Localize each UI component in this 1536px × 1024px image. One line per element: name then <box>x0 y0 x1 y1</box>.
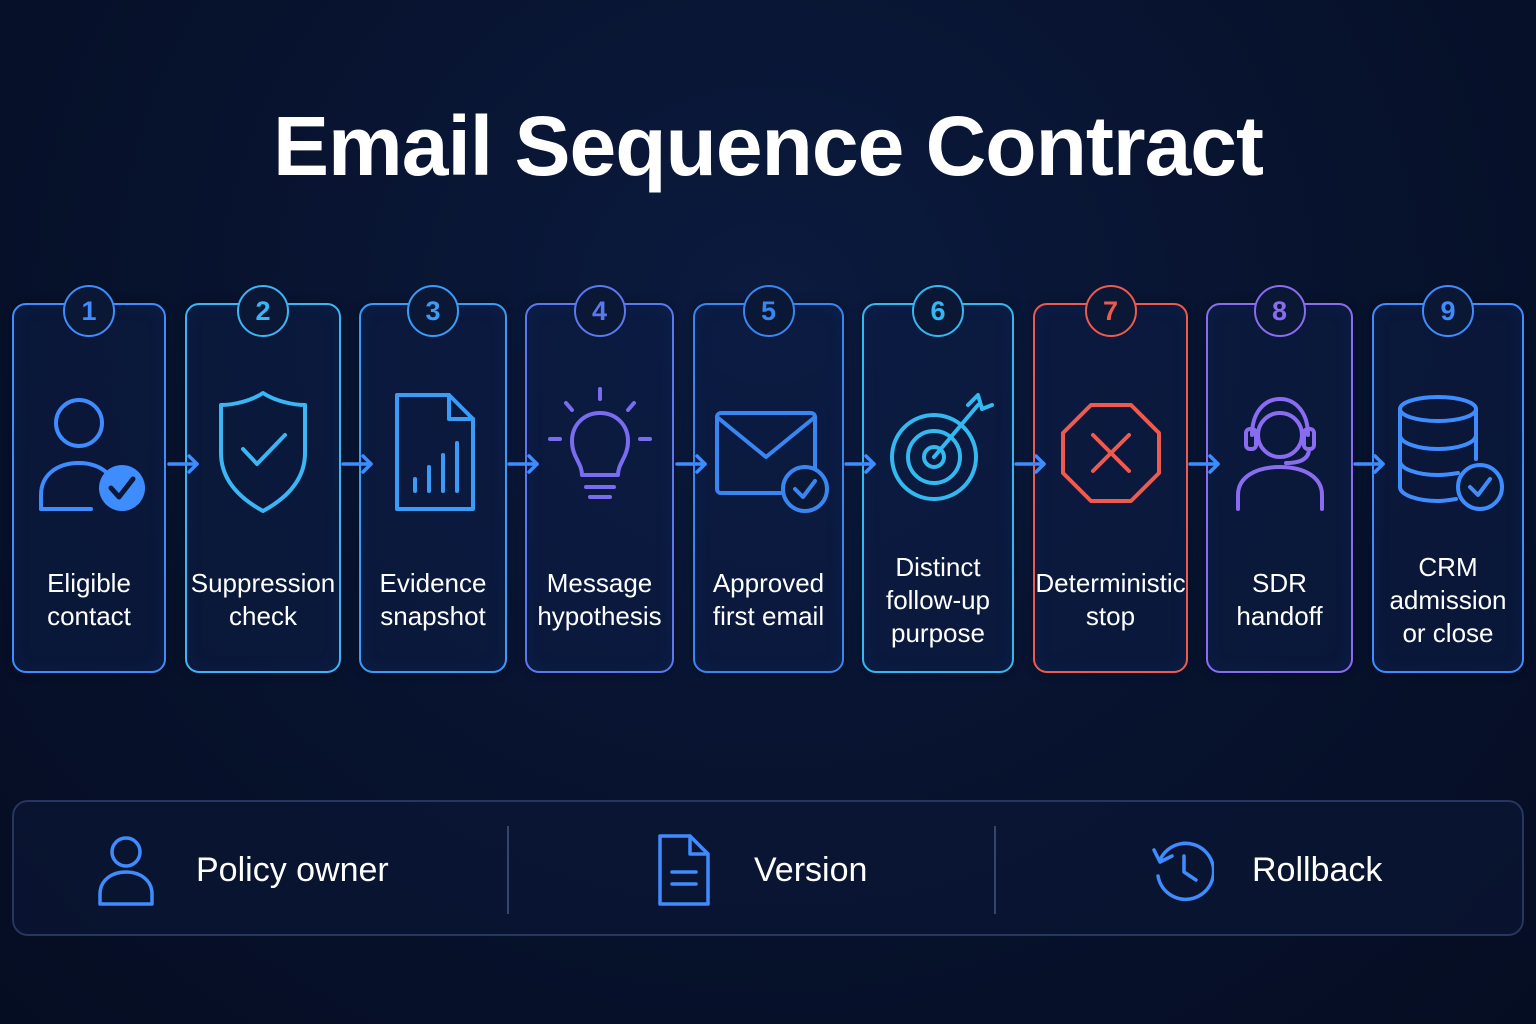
step-card-4: 4 Message hypothesis <box>525 285 674 673</box>
arrow-right-icon <box>675 454 707 474</box>
step-card-1: 1 Eligible contact <box>12 285 166 673</box>
stop-octagon-icon <box>1051 383 1171 523</box>
arrow-right-icon <box>167 454 199 474</box>
footer-label: Rollback <box>1252 850 1383 889</box>
step-label: CRM admission or close <box>1389 551 1507 648</box>
footer-item-rollback: Rollback <box>1150 832 1382 908</box>
step-number-badge: 7 <box>1084 285 1137 337</box>
database-check-icon <box>1388 383 1508 523</box>
document-icon <box>658 834 710 906</box>
page-title: Email Sequence Contract <box>273 99 1264 193</box>
footer-divider <box>507 826 509 914</box>
document-chart-icon <box>373 383 493 523</box>
governance-footer: Policy owner Version Rollback <box>12 800 1524 936</box>
step-number-badge: 1 <box>63 285 115 337</box>
arrow-right-icon <box>844 454 876 474</box>
step-card-5: 5 Approved first email <box>693 285 844 673</box>
arrow-right-icon <box>1353 454 1385 474</box>
step-label: Distinct follow-up purpose <box>885 551 991 648</box>
user-check-icon <box>29 383 149 523</box>
step-number-badge: 4 <box>573 285 626 337</box>
step-card-3: 3 Evidence snapshot <box>359 285 507 673</box>
step-card-6: 6 Distinct follow-up purpose <box>862 285 1014 673</box>
step-label: Evidence snapshot <box>379 568 487 631</box>
step-label: SDR handoff <box>1236 568 1323 631</box>
step-number-badge: 3 <box>407 285 459 337</box>
step-label: Eligible contact <box>47 568 131 631</box>
step-card-8: 8 SDR handoff <box>1206 285 1353 673</box>
step-label: Approved first email <box>712 568 825 631</box>
arrow-right-icon <box>341 454 373 474</box>
step-number-badge: 9 <box>1422 285 1474 337</box>
lightbulb-icon <box>540 383 660 523</box>
footer-item-policy-owner: Policy owner <box>94 832 389 908</box>
envelope-check-icon <box>709 383 829 523</box>
step-number-badge: 8 <box>1253 285 1306 337</box>
step-number-badge: 2 <box>237 285 289 337</box>
steps-flow: 1 Eligible contact 2 Suppression check 3 <box>12 285 1524 673</box>
step-label: Deterministic stop <box>1035 568 1186 631</box>
step-number-badge: 6 <box>912 285 964 337</box>
arrow-right-icon <box>1188 454 1220 474</box>
history-clock-icon <box>1152 841 1214 902</box>
step-number-badge: 5 <box>742 285 795 337</box>
user-icon <box>98 836 154 906</box>
footer-label: Policy owner <box>196 850 389 889</box>
shield-check-icon <box>203 383 323 523</box>
footer-label: Version <box>754 850 868 889</box>
footer-divider <box>994 826 996 914</box>
footer-item-version: Version <box>652 832 867 908</box>
target-icon <box>878 383 998 523</box>
step-label: Message hypothesis <box>537 568 662 631</box>
step-label: Suppression check <box>190 568 336 631</box>
step-card-9: 9 CRM admission or close <box>1372 285 1524 673</box>
step-card-7: 7 Deterministic stop <box>1033 285 1188 673</box>
headset-agent-icon <box>1220 383 1340 523</box>
step-card-2: 2 Suppression check <box>185 285 341 673</box>
arrow-right-icon <box>1014 454 1046 474</box>
arrow-right-icon <box>507 454 539 474</box>
